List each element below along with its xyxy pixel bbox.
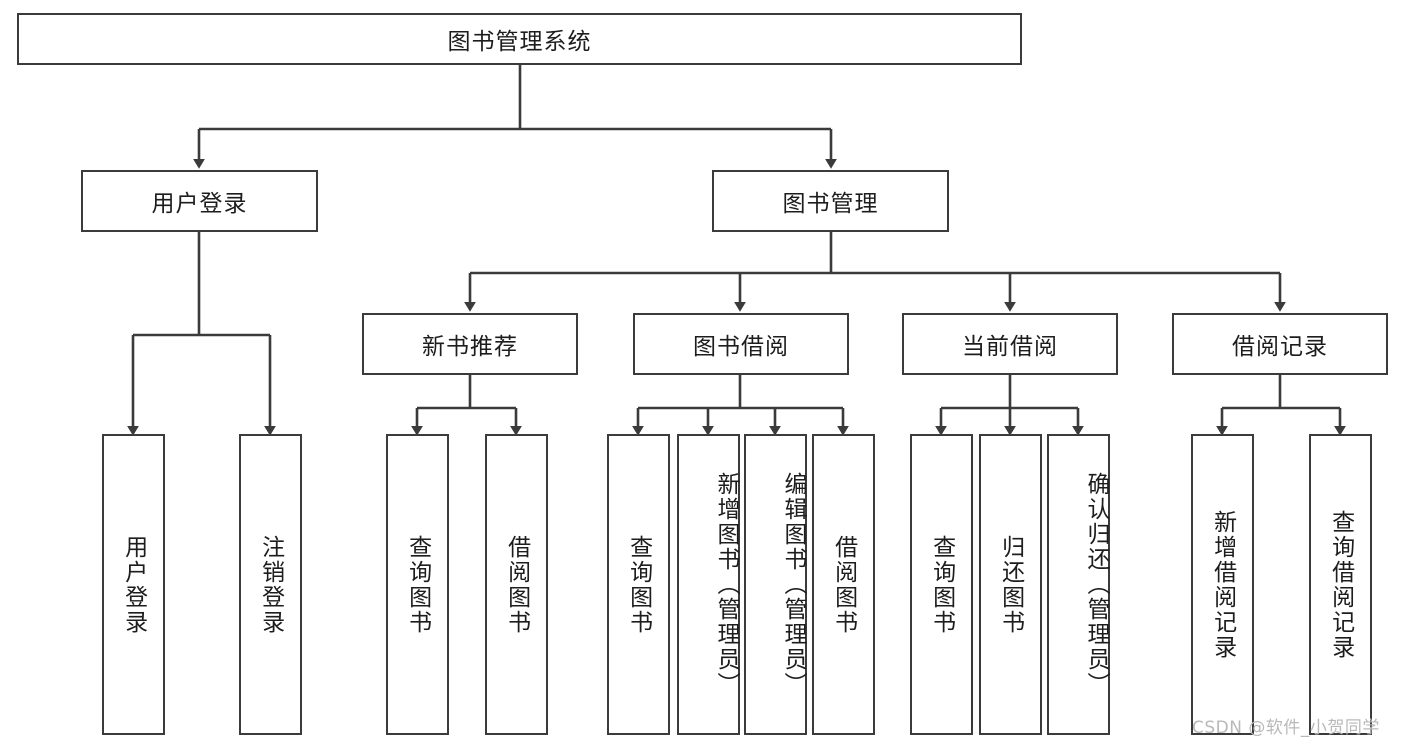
node-leaf-user-login-signout-label: 注销登录 bbox=[257, 534, 284, 635]
node-user-login[interactable]: 用户登录 bbox=[81, 170, 318, 232]
node-leaf-record-add[interactable]: 新增借阅记录 bbox=[1191, 434, 1254, 735]
node-leaf-current-confirm-return[interactable]: 确认归还（管理员） bbox=[1047, 434, 1110, 735]
node-leaf-record-add-label: 新增借阅记录 bbox=[1209, 509, 1236, 660]
node-leaf-newbook-borrow[interactable]: 借阅图书 bbox=[485, 434, 548, 735]
node-leaf-newbook-query-label: 查询图书 bbox=[404, 534, 431, 635]
csdn-watermark: CSDN @软件_小贺同学 bbox=[1192, 718, 1380, 738]
node-leaf-borrow-query[interactable]: 查询图书 bbox=[607, 434, 670, 735]
node-leaf-record-query-label: 查询借阅记录 bbox=[1327, 509, 1354, 660]
node-leaf-current-confirm-return-label: 确认归还（管理员） bbox=[1083, 472, 1109, 697]
node-leaf-current-return-label: 归还图书 bbox=[997, 534, 1024, 635]
node-leaf-current-query[interactable]: 查询图书 bbox=[910, 434, 973, 735]
node-book-manage[interactable]: 图书管理 bbox=[712, 170, 949, 232]
node-leaf-current-query-label: 查询图书 bbox=[928, 534, 955, 635]
node-leaf-current-return[interactable]: 归还图书 bbox=[979, 434, 1042, 735]
node-user-login-label: 用户登录 bbox=[151, 191, 248, 217]
node-root-system[interactable]: 图书管理系统 bbox=[17, 13, 1022, 65]
node-current-borrow-label: 当前借阅 bbox=[962, 334, 1058, 360]
node-new-book-recommend[interactable]: 新书推荐 bbox=[362, 313, 578, 375]
node-leaf-borrow-add[interactable]: 新增图书（管理员） bbox=[677, 434, 740, 735]
node-borrow-record-label: 借阅记录 bbox=[1232, 334, 1328, 360]
node-leaf-record-query[interactable]: 查询借阅记录 bbox=[1309, 434, 1372, 735]
node-leaf-user-login-signout[interactable]: 注销登录 bbox=[239, 434, 302, 735]
node-new-book-recommend-label: 新书推荐 bbox=[422, 334, 518, 360]
node-current-borrow[interactable]: 当前借阅 bbox=[902, 313, 1118, 375]
node-leaf-user-login-signin-label: 用户登录 bbox=[120, 534, 147, 635]
node-leaf-newbook-query[interactable]: 查询图书 bbox=[386, 434, 449, 735]
node-leaf-borrow-edit[interactable]: 编辑图书（管理员） bbox=[744, 434, 807, 735]
node-book-manage-label: 图书管理 bbox=[782, 191, 879, 217]
node-leaf-borrow-query-label: 查询图书 bbox=[625, 534, 652, 635]
node-leaf-borrow-do[interactable]: 借阅图书 bbox=[812, 434, 875, 735]
node-borrow-record[interactable]: 借阅记录 bbox=[1172, 313, 1388, 375]
node-book-borrow-label: 图书借阅 bbox=[693, 334, 789, 360]
node-leaf-newbook-borrow-label: 借阅图书 bbox=[503, 534, 530, 635]
node-leaf-borrow-do-label: 借阅图书 bbox=[830, 534, 857, 635]
node-leaf-borrow-edit-label: 编辑图书（管理员） bbox=[780, 472, 806, 697]
node-leaf-borrow-add-label: 新增图书（管理员） bbox=[713, 472, 739, 697]
node-leaf-user-login-signin[interactable]: 用户登录 bbox=[102, 434, 165, 735]
node-root-system-label: 图书管理系统 bbox=[447, 29, 592, 55]
node-book-borrow[interactable]: 图书借阅 bbox=[633, 313, 849, 375]
